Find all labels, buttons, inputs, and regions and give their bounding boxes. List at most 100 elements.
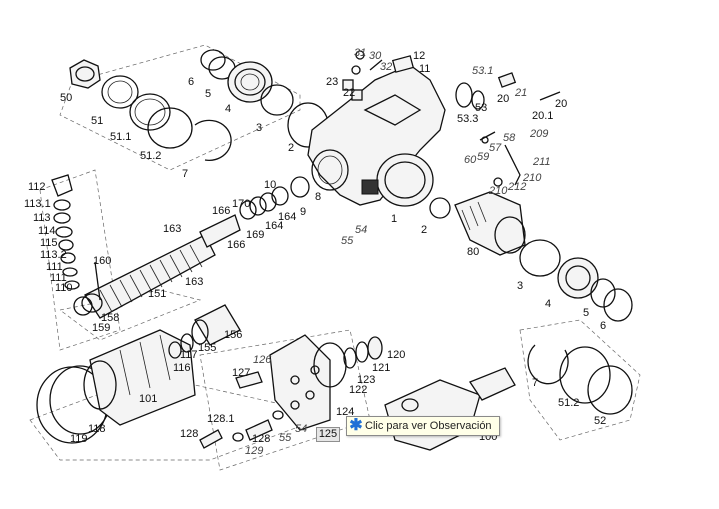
left-piston-rod-group <box>51 174 310 319</box>
label-52: 52 <box>594 415 606 427</box>
label-53-1: 53.1 <box>472 65 493 77</box>
label-113-1: 113.1 <box>24 198 51 210</box>
label-123: 123 <box>357 374 375 386</box>
label-2: 2 <box>288 142 294 154</box>
label-110: 110 <box>55 282 73 294</box>
label-51: 51 <box>91 115 103 127</box>
label-115: 115 <box>40 237 58 249</box>
label-11: 11 <box>419 63 430 75</box>
label-209: 209 <box>529 128 548 140</box>
label-53-3: 53.3 <box>457 113 478 125</box>
label-22: 22 <box>343 87 355 99</box>
label-80: 80 <box>467 246 479 258</box>
label-129: 129 <box>245 445 263 457</box>
label-5: 5 <box>205 88 211 100</box>
label-30: 30 <box>369 50 382 62</box>
label-58: 58 <box>503 132 516 144</box>
part-125-tag[interactable]: 125 <box>316 427 340 442</box>
label-54-lower: 54 <box>295 423 307 435</box>
label-156: 156 <box>224 329 242 341</box>
label-210-top: 210 <box>522 172 542 184</box>
label-51-2: 51.2 <box>140 150 161 162</box>
label-6: 6 <box>188 76 194 88</box>
label-159: 159 <box>92 322 110 334</box>
label-169: 169 <box>246 229 264 241</box>
label-151: 151 <box>148 288 166 300</box>
label-4-right: 4 <box>545 298 551 310</box>
label-21: 21 <box>514 87 527 99</box>
label-118: 118 <box>88 423 106 435</box>
steering-gear-housing <box>307 50 561 207</box>
label-116: 116 <box>173 362 191 374</box>
label-170: 170 <box>232 198 250 210</box>
label-124: 124 <box>336 406 354 418</box>
label-113-2: 113.2 <box>40 249 67 261</box>
label-5-right: 5 <box>583 307 589 319</box>
label-51-2-right: 51.2 <box>558 397 579 409</box>
label-7: 7 <box>182 168 188 180</box>
label-4: 4 <box>225 103 231 115</box>
label-111-bottom: 111 <box>50 272 67 284</box>
label-210-bottom: 210 <box>488 185 508 197</box>
label-55: 55 <box>341 235 354 247</box>
label-164-top: 164 <box>278 211 296 223</box>
label-32: 32 <box>380 61 392 73</box>
label-10: 10 <box>264 179 276 191</box>
label-117: 117 <box>180 349 198 361</box>
label-122: 122 <box>349 384 367 396</box>
sector-shaft-group <box>429 191 633 322</box>
label-54: 54 <box>355 224 367 236</box>
label-127: 127 <box>232 367 250 379</box>
label-164-bottom: 164 <box>265 220 283 232</box>
label-51-1: 51.1 <box>110 131 131 143</box>
label-59: 59 <box>477 151 489 163</box>
asterisk-icon: ✱ <box>349 417 363 434</box>
label-166-top: 166 <box>212 205 230 217</box>
label-20-left: 20 <box>497 93 509 105</box>
label-20-1: 20.1 <box>532 110 553 122</box>
label-6-right: 6 <box>600 320 606 332</box>
label-3: 3 <box>256 122 262 134</box>
label-1: 1 <box>391 213 397 225</box>
observation-tooltip[interactable]: ✱ Clic para ver Observación <box>346 416 500 436</box>
label-101: 101 <box>139 393 157 405</box>
label-57: 57 <box>489 142 502 154</box>
label-20-right: 20 <box>555 98 567 110</box>
label-120: 120 <box>387 349 405 361</box>
label-128-1: 128.1 <box>207 413 235 425</box>
label-128-right: 128 <box>252 433 270 445</box>
label-50: 50 <box>60 92 72 104</box>
label-163-top: 163 <box>163 223 181 235</box>
label-211: 211 <box>532 156 551 168</box>
label-23: 23 <box>326 76 338 88</box>
label-155: 155 <box>198 342 216 354</box>
label-112: 112 <box>28 181 46 193</box>
label-60: 60 <box>464 154 477 166</box>
label-114: 114 <box>38 225 56 237</box>
label-53: 53 <box>475 102 487 114</box>
tooltip-label: Clic para ver Observación <box>365 420 492 432</box>
label-2-lower: 2 <box>421 224 427 236</box>
label-7-right: 7 <box>532 377 538 389</box>
label-160: 160 <box>93 255 111 267</box>
piston-cylinder-group <box>36 304 241 444</box>
part-labels: 50 51 51.1 51.2 6 5 4 3 7 2 31 30 12 32 … <box>24 47 606 457</box>
label-31: 31 <box>354 47 366 59</box>
label-8: 8 <box>315 191 321 203</box>
label-9: 9 <box>300 206 306 218</box>
label-126: 126 <box>253 354 272 366</box>
label-128-left: 128 <box>180 428 198 440</box>
upper-bearing-group <box>69 49 329 161</box>
label-158: 158 <box>101 312 119 324</box>
label-55-lower: 55 <box>279 432 292 444</box>
label-166-bottom: 166 <box>227 239 245 251</box>
label-111-top: 111 <box>46 261 63 273</box>
label-12: 12 <box>413 50 425 62</box>
label-3-right: 3 <box>517 280 523 292</box>
label-119: 119 <box>70 433 88 445</box>
label-121: 121 <box>372 362 390 374</box>
label-163-bottom: 163 <box>185 276 203 288</box>
label-113: 113 <box>33 212 51 224</box>
label-212: 212 <box>507 181 526 193</box>
